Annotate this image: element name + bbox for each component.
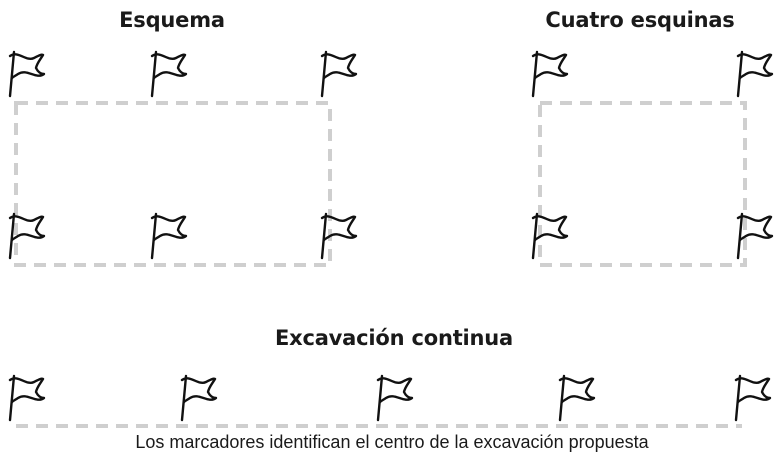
four-corners-heading: Cuatro esquinas <box>545 8 735 32</box>
outline-dashed-area <box>14 101 332 267</box>
continuous-excavation-heading: Excavación continua <box>274 326 514 350</box>
four-corners-dashed-area <box>538 101 747 267</box>
flag-icon <box>734 374 772 422</box>
outline-heading: Esquema <box>119 8 225 32</box>
flag-icon <box>180 374 218 422</box>
flag-icon <box>558 374 596 422</box>
flag-icon <box>736 50 774 98</box>
flag-icon <box>8 50 46 98</box>
flag-icon <box>376 374 414 422</box>
flag-icon <box>320 50 358 98</box>
flag-icon <box>150 212 188 260</box>
flag-icon <box>320 212 358 260</box>
flag-icon <box>150 50 188 98</box>
flag-icon <box>531 50 569 98</box>
flag-icon <box>8 374 46 422</box>
diagram-caption: Los marcadores identifican el centro de … <box>135 432 649 452</box>
